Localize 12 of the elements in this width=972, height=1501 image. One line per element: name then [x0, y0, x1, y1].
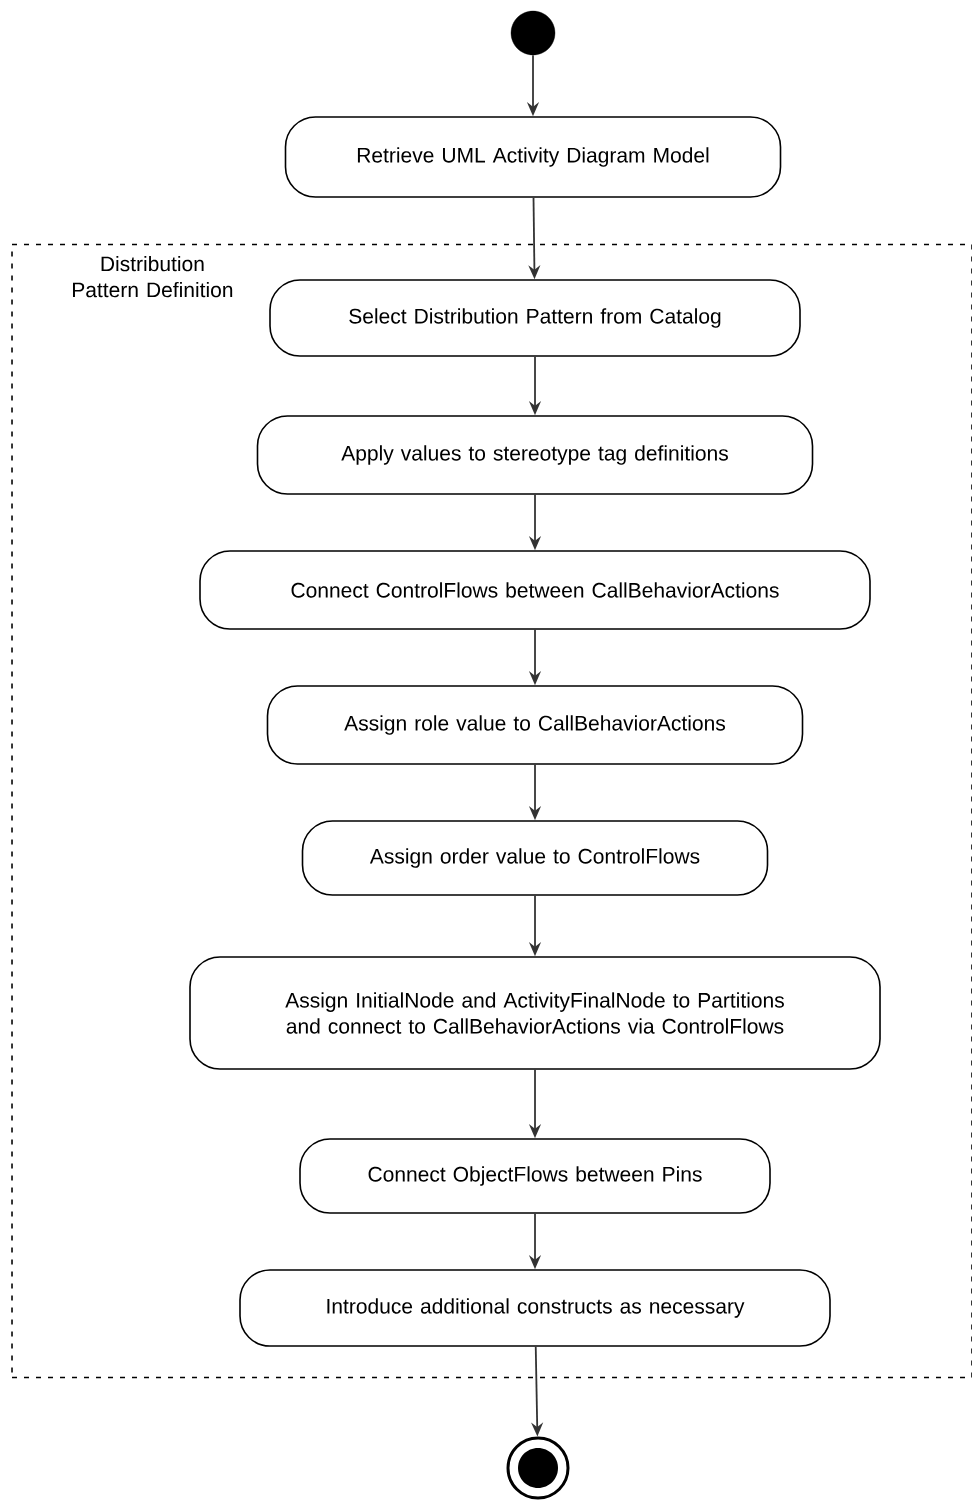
action-box: Connect ControlFlows between CallBehaviorActions	[199, 550, 871, 630]
start-node	[510, 10, 556, 56]
action-box: Retrieve UML Activity Diagram Model	[284, 116, 782, 198]
action-box: Assign order value to ControlFlows	[301, 820, 769, 896]
action-box: Assign role value to CallBehaviorActions	[266, 685, 804, 765]
action-box: Select Distribution Pattern from Catalog	[269, 279, 801, 357]
region-label: Distribution Pattern Definition	[73, 255, 233, 298]
action-box: Assign InitialNode and ActivityFinalNode to Partitions and connect to CallBehaviorActions via ControlFlows	[189, 956, 881, 1070]
action-box: Apply values to stereotype tag definitions	[256, 415, 814, 495]
end-node	[506, 1436, 570, 1500]
action-box: Introduce additional constructs as necessary	[239, 1269, 831, 1347]
action-box: Connect ObjectFlows between Pins	[299, 1138, 771, 1214]
